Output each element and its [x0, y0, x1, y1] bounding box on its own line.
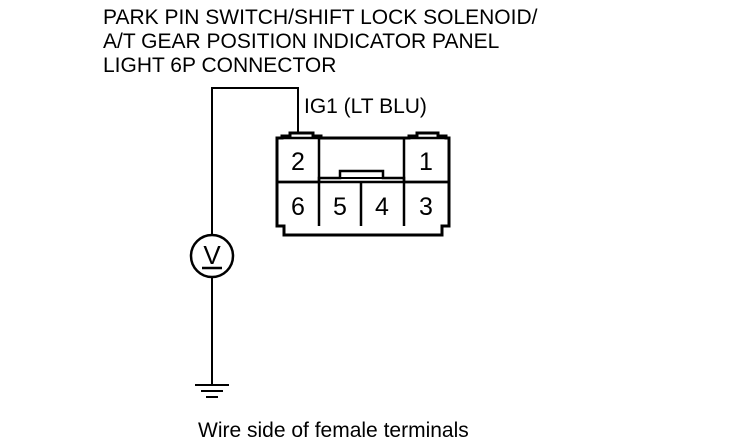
- ground-icon: [195, 384, 229, 398]
- voltmeter-icon: V: [189, 233, 235, 279]
- title-line-2: A/T GEAR POSITION INDICATOR PANEL: [103, 30, 499, 53]
- connector-title: PARK PIN SWITCH/SHIFT LOCK SOLENOID/ A/T…: [103, 6, 538, 77]
- test-lead-wire: [211, 87, 299, 234]
- pin-6-label: 6: [291, 193, 305, 221]
- pin-4-label: 4: [375, 193, 389, 221]
- locking-tab: [317, 169, 406, 182]
- title-line-3: LIGHT 6P CONNECTOR: [103, 54, 336, 77]
- wire-color-label: IG1 (LT BLU): [304, 95, 427, 118]
- title-line-1: PARK PIN SWITCH/SHIFT LOCK SOLENOID/: [103, 6, 538, 29]
- view-caption: Wire side of female terminals: [198, 419, 469, 442]
- pin-2-label: 2: [291, 148, 305, 176]
- pin-5-label: 5: [333, 193, 347, 221]
- pin-1-label: 1: [419, 148, 433, 176]
- connector-6p: 2 1 6 5 4 3: [275, 131, 451, 237]
- voltmeter-symbol: V: [203, 240, 221, 270]
- pin-3-label: 3: [419, 193, 433, 221]
